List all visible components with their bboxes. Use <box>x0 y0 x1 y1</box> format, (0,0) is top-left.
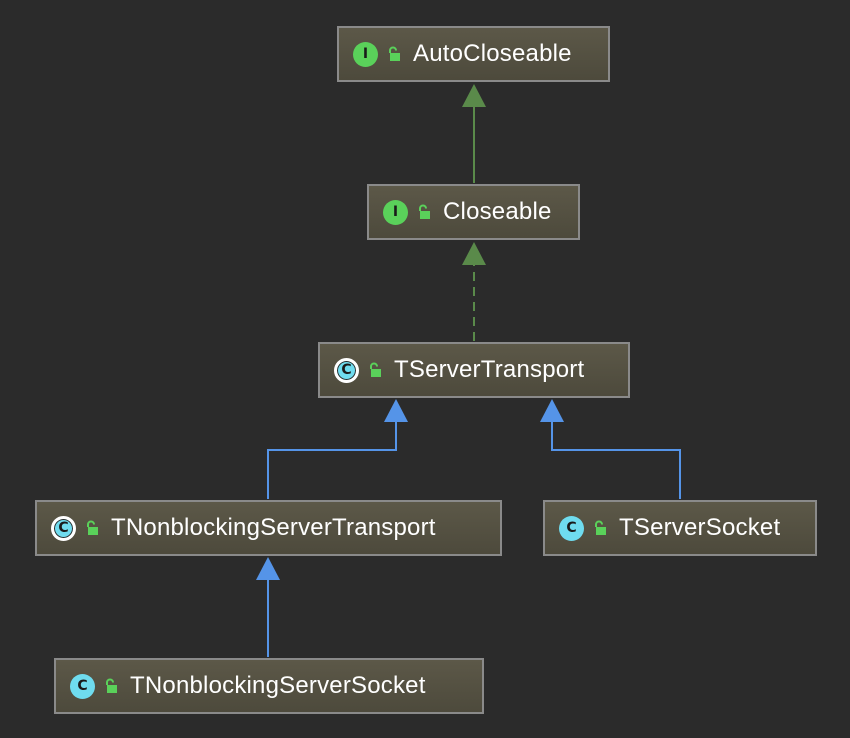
node-closeable[interactable]: I Closeable <box>367 184 580 240</box>
abstract-class-icon: C <box>51 515 76 541</box>
node-tnonblockingserversocket[interactable]: C TNonblockingServerSocket <box>54 658 484 714</box>
node-tservertransport[interactable]: C TServerTransport <box>318 342 630 398</box>
edge-closeable-autocloseable <box>462 84 486 183</box>
edge-tnonblockingservertransport-tservertransport <box>267 399 408 499</box>
unlocked-padlock-icon <box>595 520 606 535</box>
class-icon: C <box>70 673 95 699</box>
node-label: TServerTransport <box>394 356 585 383</box>
edge-tservertransport-closeable <box>462 242 486 341</box>
unlocked-padlock-icon <box>106 678 117 693</box>
interface-icon: I <box>353 41 378 67</box>
edge-tnonblockingserversocket-tnonblockingservertransport <box>256 557 280 657</box>
unlocked-padlock-icon <box>370 362 381 377</box>
abstract-class-icon: C <box>334 357 359 383</box>
node-label: TServerSocket <box>619 514 781 541</box>
node-label: AutoCloseable <box>413 40 572 67</box>
class-icon: C <box>559 515 584 541</box>
node-label: TNonblockingServerSocket <box>130 672 426 699</box>
unlocked-padlock-icon <box>87 520 98 535</box>
node-autocloseable[interactable]: I AutoCloseable <box>337 26 610 82</box>
unlocked-padlock-icon <box>419 204 430 219</box>
node-label: TNonblockingServerTransport <box>111 514 436 541</box>
node-label: Closeable <box>443 198 552 225</box>
node-tserversocket[interactable]: C TServerSocket <box>543 500 817 556</box>
edge-tserversocket-tservertransport <box>540 399 681 499</box>
node-tnonblockingservertransport[interactable]: C TNonblockingServerTransport <box>35 500 502 556</box>
interface-icon: I <box>383 199 408 225</box>
unlocked-padlock-icon <box>389 46 400 61</box>
